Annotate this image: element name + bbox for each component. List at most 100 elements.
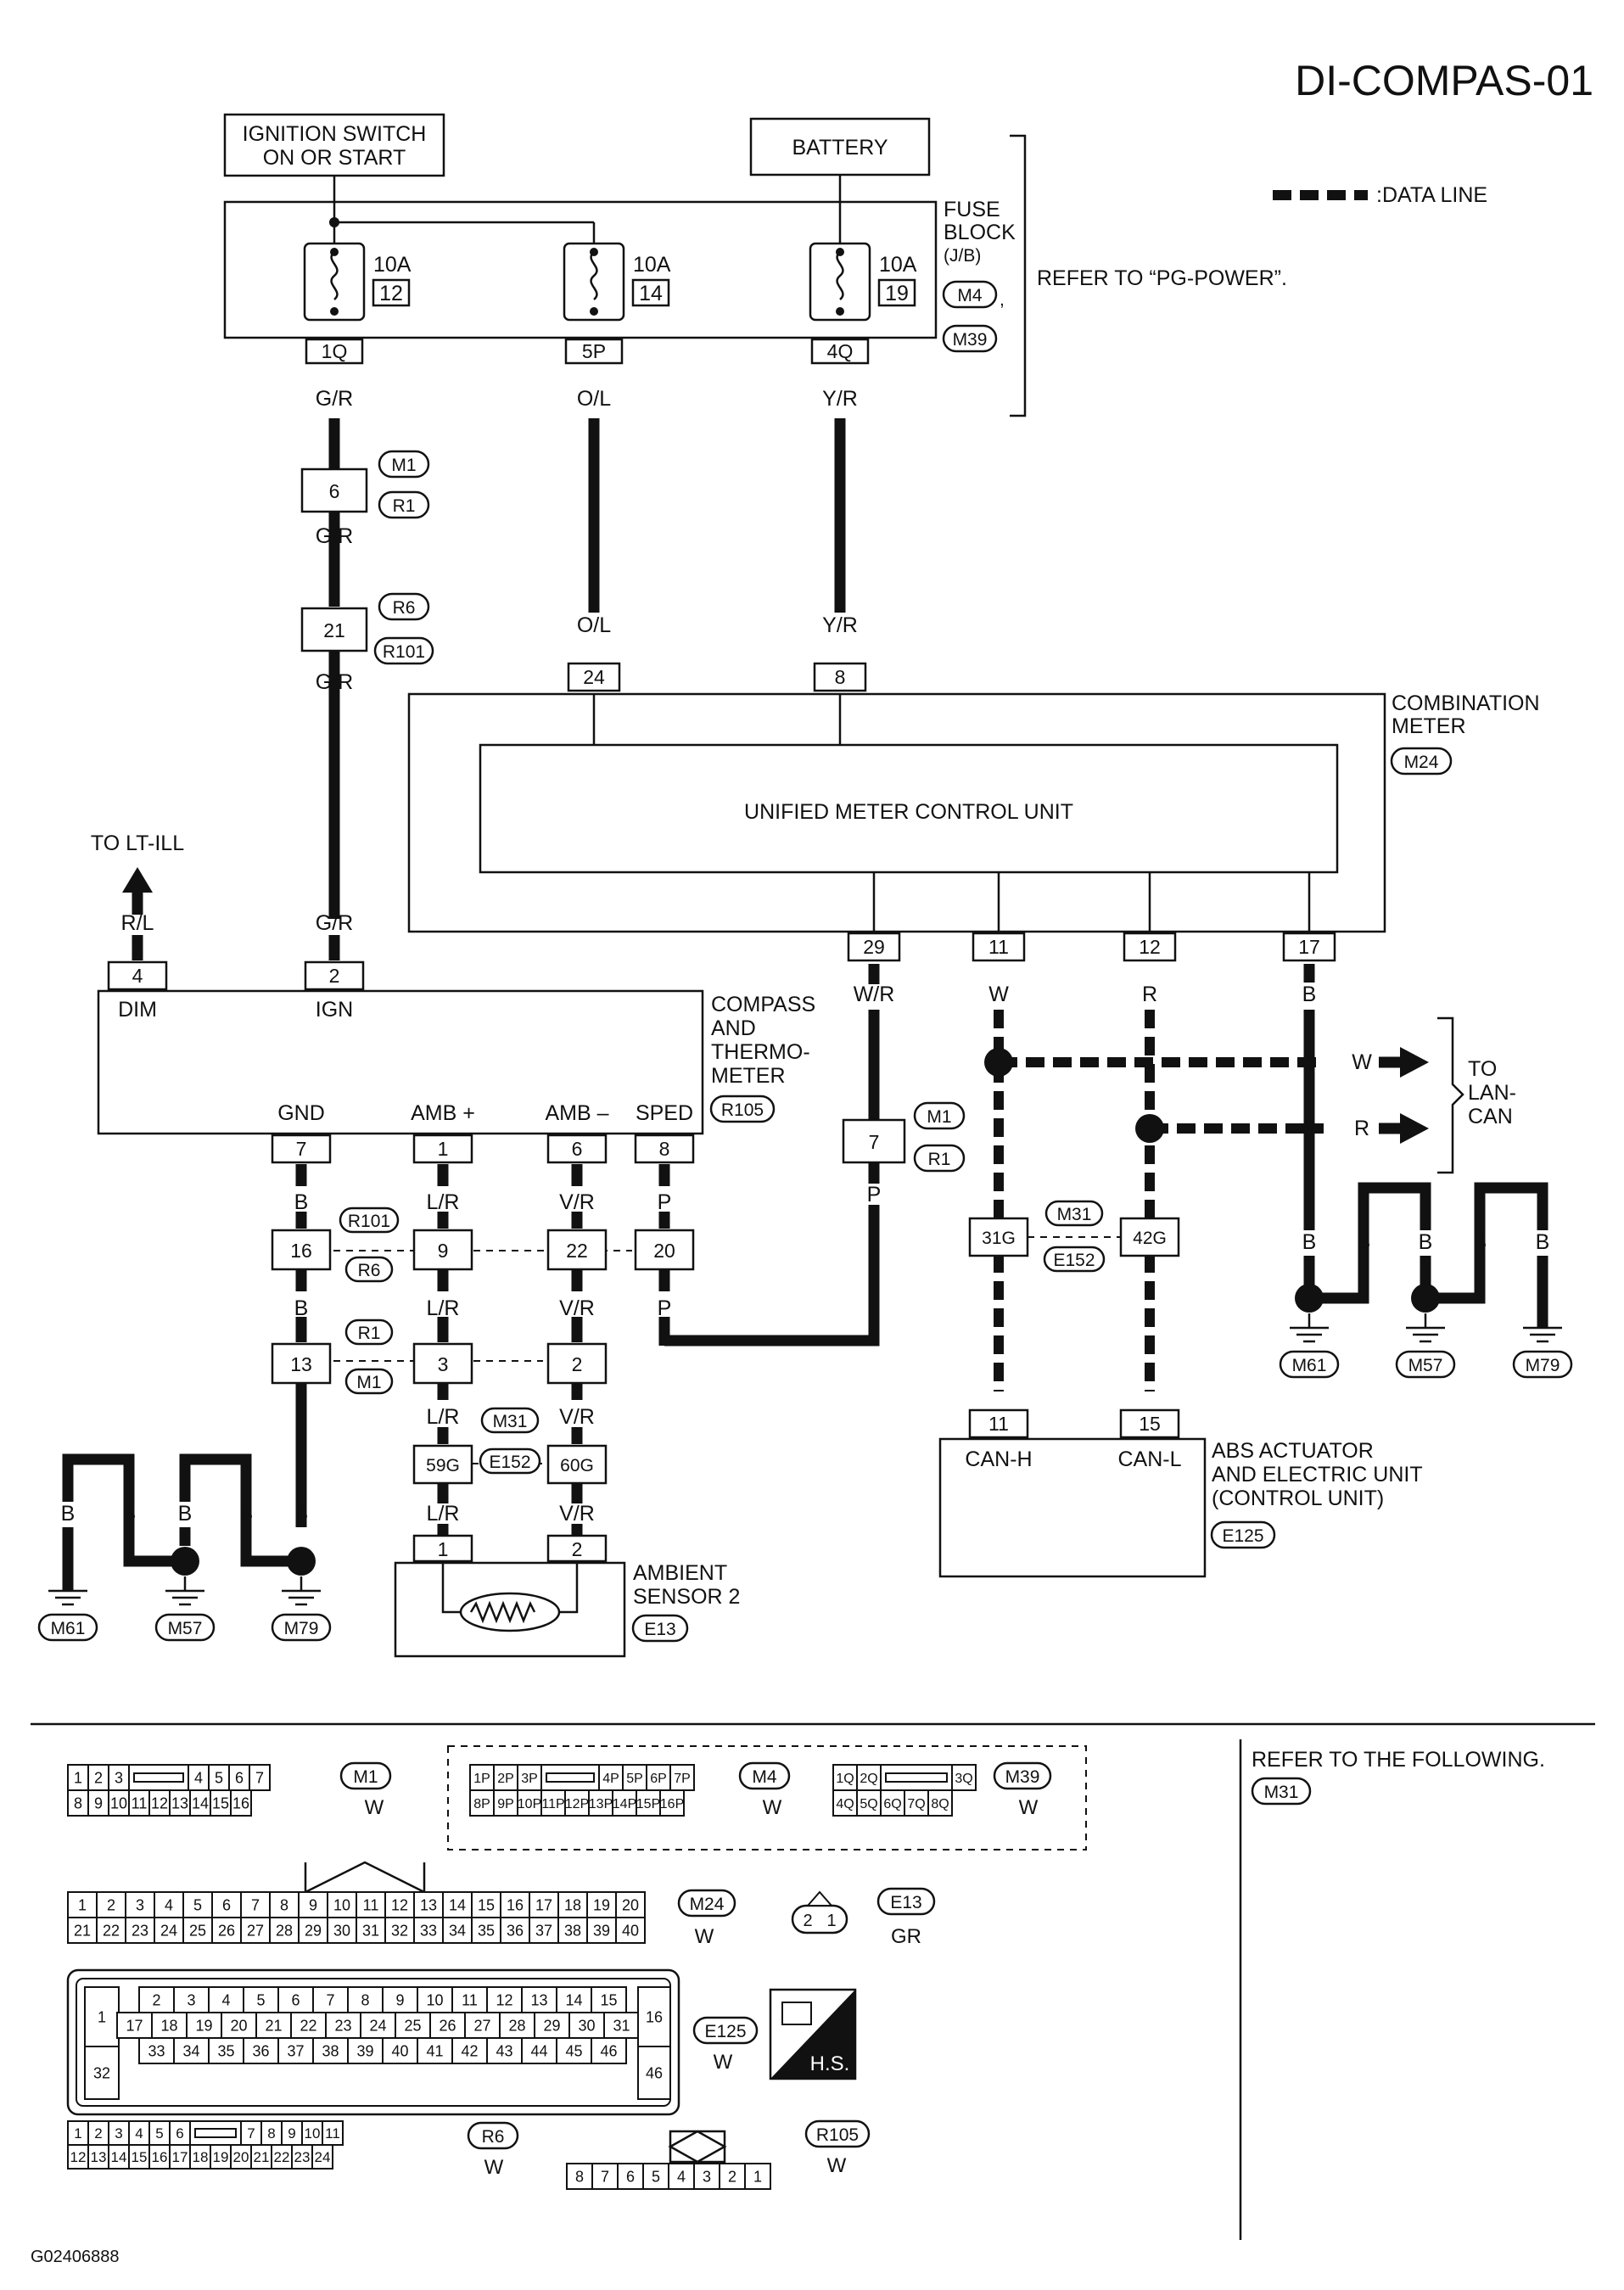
pin-20: 20 xyxy=(653,1240,675,1262)
harness-row-3: 59G 60G M31 E152 xyxy=(412,1407,608,1485)
m1-r2-1-pin: 9 xyxy=(94,1794,103,1811)
m39-r2-4-cell xyxy=(927,1789,953,1817)
term-ign: IGN xyxy=(316,998,353,1022)
r6-r1-10-pin: 10 xyxy=(305,2125,321,2142)
m1-r2-8-pin: 16 xyxy=(232,1794,249,1811)
e13-pin-0: 2 xyxy=(803,1912,812,1930)
right-grounds: B B B B B M61 M57 M79 xyxy=(1279,964,1573,1379)
pin-2: 2 xyxy=(572,1353,583,1375)
e125-r1-10-pin: 12 xyxy=(496,1991,512,2008)
conn-tag-r1-b: R1 xyxy=(358,1324,381,1343)
m24-r1-2-pin: 3 xyxy=(136,1896,144,1913)
pin-1q: 1Q xyxy=(322,340,348,362)
e125-rt1-pin: 46 xyxy=(646,2064,663,2081)
wire-b-g2: B xyxy=(1357,1230,1371,1254)
wire-yr-2: Y/R xyxy=(822,613,858,637)
wire-p-1: P xyxy=(658,1190,672,1214)
r6-tag xyxy=(467,2121,519,2150)
pin-24: 24 xyxy=(583,666,605,688)
m4-r1-1-cell xyxy=(493,1764,518,1791)
m24-r2-1-cell xyxy=(96,1917,126,1944)
m39-r1-3-pin: 3Q xyxy=(955,1772,972,1786)
m1-r2-0-cell xyxy=(67,1789,89,1817)
m1-r2-3-pin: 11 xyxy=(132,1794,148,1811)
wire-yr-1: Y/R xyxy=(822,387,858,411)
abs-label-3: (CONTROL UNIT) xyxy=(1212,1487,1384,1510)
m1-r1-0-pin: 1 xyxy=(74,1769,82,1786)
r6-r2-9-pin: 21 xyxy=(254,2149,270,2165)
r6-r1-0-pin: 1 xyxy=(74,2125,81,2142)
term-dim: DIM xyxy=(118,998,157,1022)
r6-r2-5-cell xyxy=(169,2144,191,2170)
fuse-block-label-3: (J/B) xyxy=(944,246,981,266)
e125-r2-0-pin: 17 xyxy=(126,2017,143,2034)
pin-9: 9 xyxy=(438,1240,449,1262)
r6-r1-2-pin: 3 xyxy=(115,2125,122,2142)
term-amb-minus: AMB – xyxy=(545,1101,608,1125)
combination-meter: 24 8 UNIFIED METER CONTROL UNIT COMBINAT… xyxy=(407,662,1540,1006)
r6-r2-11-cell xyxy=(291,2144,313,2170)
conn-tag-m1: M1 xyxy=(391,456,416,475)
wire-r-lan: R xyxy=(1354,1117,1369,1140)
m24-r1-7-pin: 8 xyxy=(280,1896,288,1913)
fuse-19-num: 19 xyxy=(885,282,909,305)
can-lines: W R xyxy=(984,1010,1324,1391)
m4-r2-8-pin: 16P xyxy=(660,1797,684,1811)
conn-tag-r1: R1 xyxy=(393,496,416,516)
term-can-l: CAN-L xyxy=(1117,1447,1181,1471)
e125-r3-0-pin: 33 xyxy=(148,2042,165,2059)
r105-r-4-pin: 4 xyxy=(677,2168,686,2185)
to-lan-label-3: CAN xyxy=(1468,1105,1513,1128)
refer-following-text: REFER TO THE FOLLOWING. xyxy=(1252,1748,1545,1772)
e125-r3-1-pin: 34 xyxy=(182,2042,199,2059)
e125-r1-1-pin: 3 xyxy=(187,1991,195,2008)
r6-r2-12-cell xyxy=(311,2144,333,2170)
harness-row-2: 13 3 2 R1 M1 xyxy=(271,1319,608,1395)
m1-r1-1-cell xyxy=(87,1764,109,1791)
r105-tag-text: R105 xyxy=(816,2125,859,2145)
m24-r2-0-cell xyxy=(67,1917,98,1944)
m39-r1-2-key xyxy=(885,1772,948,1783)
fuse-14-amps: 10A xyxy=(633,253,671,277)
m4-r2-7-pin: 15P xyxy=(636,1797,660,1811)
ambient-label-2: SENSOR 2 xyxy=(633,1585,740,1609)
e13-tag-text: E13 xyxy=(890,1893,921,1912)
r6-r2-6-pin: 18 xyxy=(193,2149,209,2165)
wire-lr-3: L/R xyxy=(427,1405,460,1429)
m4-r2-6-pin: 14P xyxy=(613,1797,636,1811)
conn-tag-e152-a: E152 xyxy=(489,1453,530,1472)
pin-7-gnd: 7 xyxy=(296,1138,307,1160)
m4-r1-4-cell xyxy=(598,1764,624,1791)
wire-vr-3: V/R xyxy=(559,1405,595,1429)
m24-r2-15-cell xyxy=(500,1917,530,1944)
hs-label: H.S. xyxy=(810,2052,850,2075)
m39-r2-4-pin: 8Q xyxy=(931,1797,949,1811)
m24-r2-19-pin: 40 xyxy=(622,1922,639,1939)
r6-r2-12-pin: 24 xyxy=(315,2149,331,2165)
ign-joint-21: 21 R6 R101 G/R xyxy=(300,592,434,694)
r6-r2-2-pin: 14 xyxy=(111,2149,127,2165)
m24-r1-5-pin: 6 xyxy=(222,1896,231,1913)
r6-r2-7-pin: 19 xyxy=(213,2149,229,2165)
wire-vr-2: V/R xyxy=(559,1296,595,1320)
m24-r1-3-pin: 4 xyxy=(165,1896,173,1913)
m24-r2-18-pin: 39 xyxy=(593,1922,610,1939)
m4-r1-1-pin: 2P xyxy=(497,1772,514,1786)
comb-meter-label-2: METER xyxy=(1392,714,1466,738)
e125-r2-1-pin: 18 xyxy=(160,2017,177,2034)
e125-r2-7-pin: 24 xyxy=(369,2017,386,2034)
e125-l0-pin: 1 xyxy=(98,2008,106,2025)
ground-m57-l: M57 xyxy=(168,1619,203,1638)
r6-r1-4-pin: 5 xyxy=(155,2125,163,2142)
r6-r1-8-cell xyxy=(260,2120,283,2146)
m24-r2-14-pin: 35 xyxy=(478,1922,495,1939)
ground-m79-r: M79 xyxy=(1526,1356,1560,1375)
m1-r1-7-pin: 7 xyxy=(255,1769,264,1786)
r105-r-7-cell xyxy=(744,2163,771,2190)
m24-r2-12-pin: 33 xyxy=(420,1922,437,1939)
pin-5p: 5P xyxy=(582,340,606,362)
m24-r1-6-pin: 7 xyxy=(251,1896,260,1913)
wire-b-lg2: B xyxy=(239,1502,254,1526)
wire-wr-1: W/R xyxy=(854,983,895,1006)
r105-tag xyxy=(804,2119,871,2148)
